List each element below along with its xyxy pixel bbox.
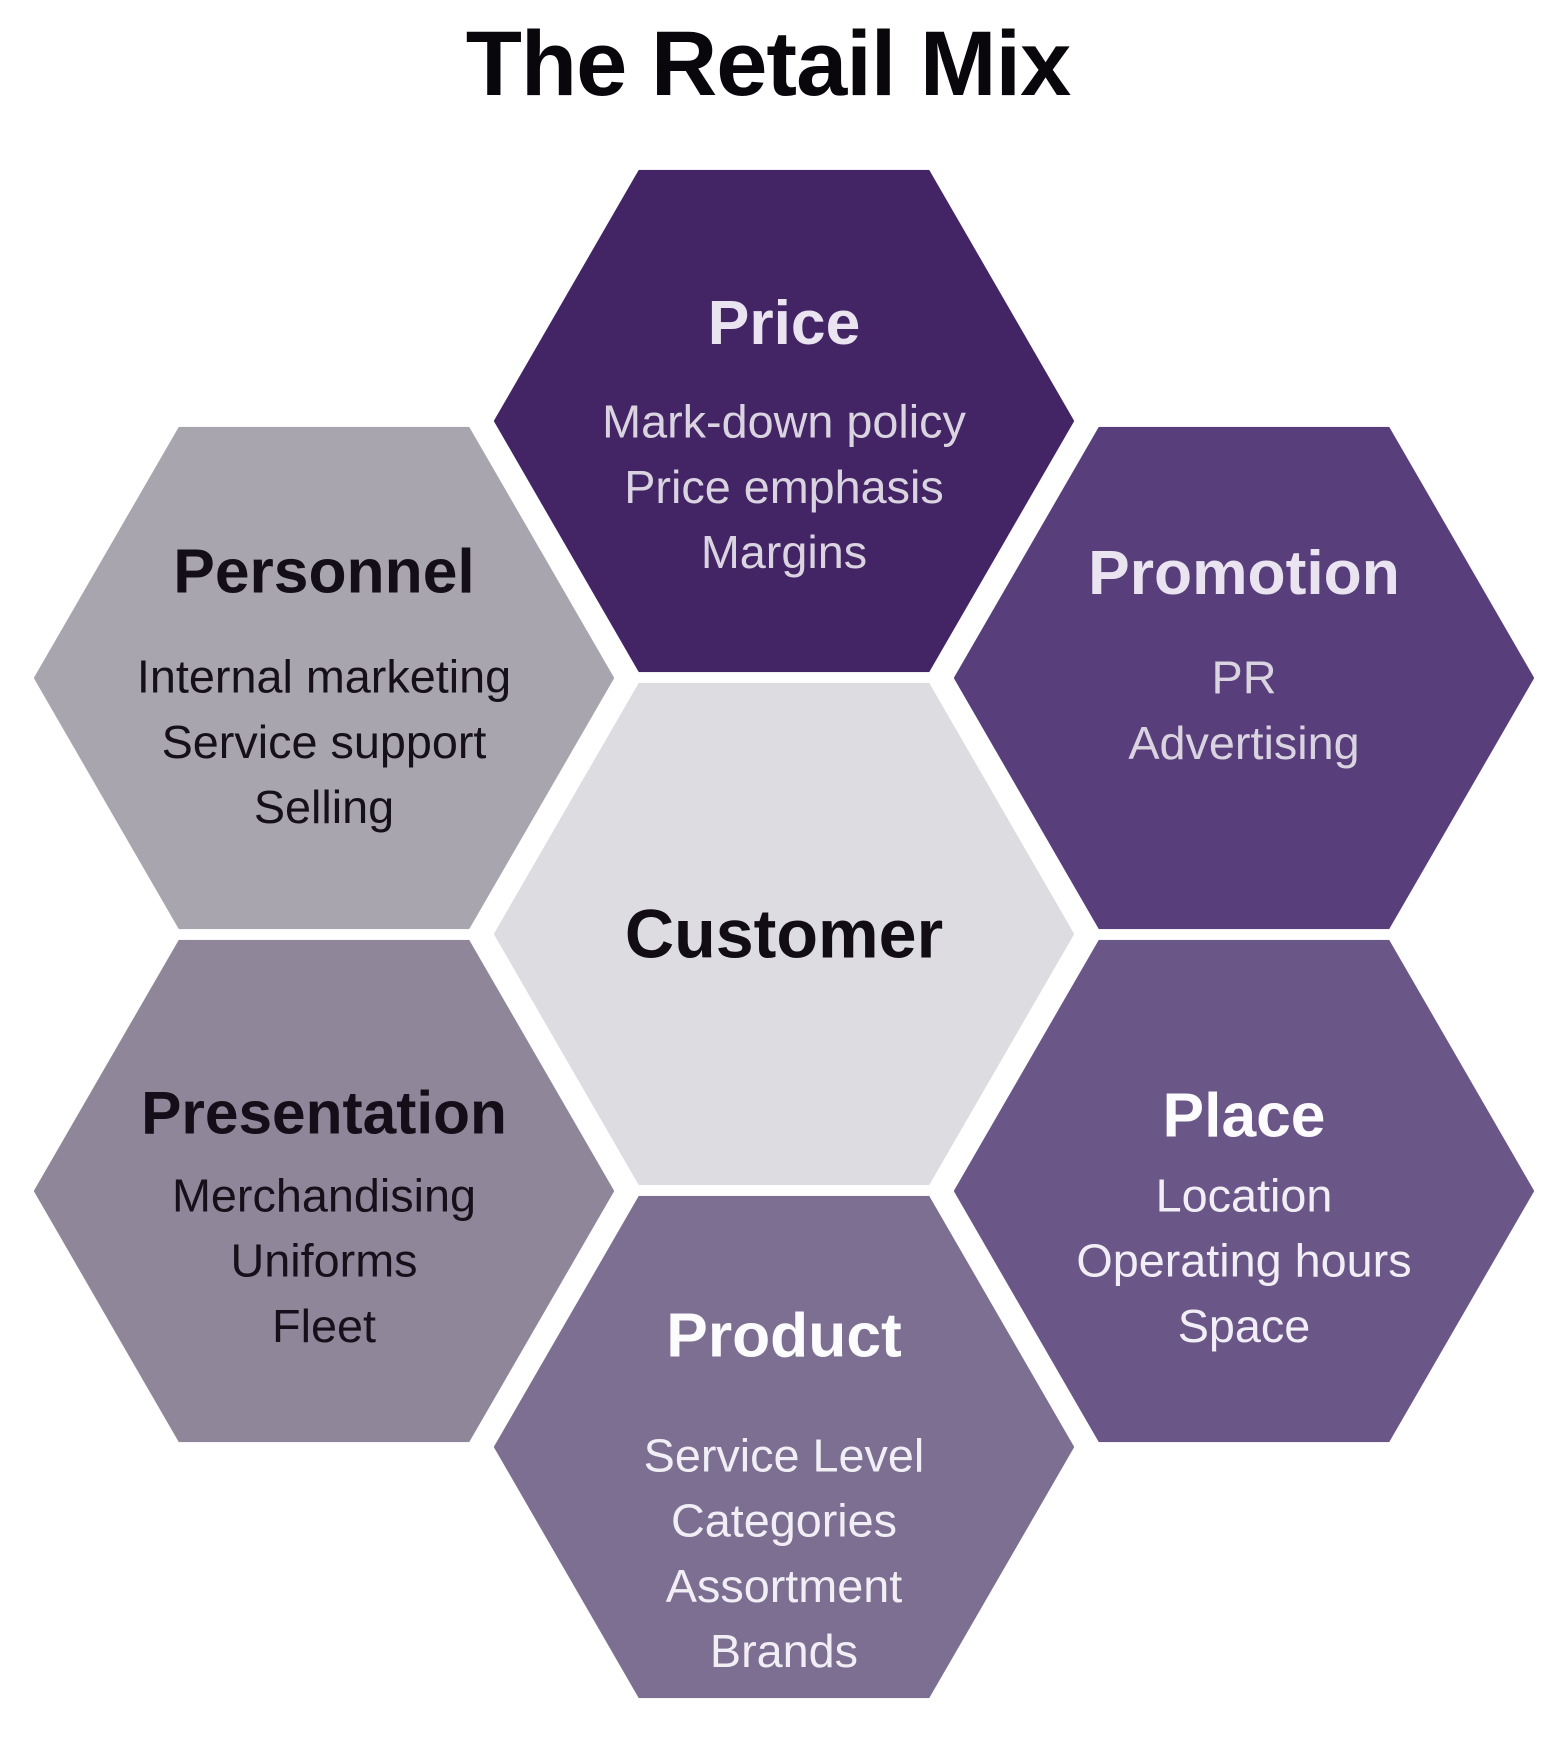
hexagon-place-label: Place [1162,1079,1326,1151]
list-item: Assortment [665,1560,903,1613]
hexagon-product: Product Service Level Categories Assortm… [493,1195,1075,1699]
hexagon-product-label: Product [666,1299,902,1371]
hexagon-place: Place Location Operating hours Space [953,939,1535,1443]
list-item: Fleet [272,1301,376,1353]
list-item: Categories [670,1495,898,1548]
hexagon-price-items: Mark-down policy Price emphasis Margins [494,390,1075,586]
hexagon-presentation-items: Merchandising Uniforms Fleet [34,1164,615,1360]
list-item: Location [1155,1170,1333,1223]
hexagon-price: Price Mark-down policy Price emphasis Ma… [493,169,1075,673]
list-item: Service Level [643,1430,925,1483]
hexagon-presentation-label: Presentation [141,1079,507,1148]
hexagon-presentation: Presentation Merchandising Uniforms Flee… [33,939,615,1443]
diagram-title: The Retail Mix [465,13,1072,115]
hexagon-price-label: Price [707,287,861,358]
list-item: Brands [709,1626,859,1678]
list-item: Space [1177,1301,1311,1353]
list-item: Advertising [1128,717,1360,770]
hexagon-promotion-items: PR Advertising [954,646,1535,777]
list-item: Internal marketing [136,651,512,704]
hexagon-personnel-label: Personnel [173,535,475,606]
list-item: Selling [253,782,395,834]
list-item: PR [1211,652,1277,705]
list-item: Operating hours [1076,1235,1412,1288]
hexagon-place-items: Location Operating hours Space [954,1164,1535,1360]
hexagon-customer-label: Customer [624,896,944,972]
hexagon-product-items: Service Level Categories Assortment Bran… [494,1424,1075,1685]
hexagon-promotion-label: Promotion [1088,537,1400,608]
list-item: Merchandising [171,1170,477,1223]
list-item: Margins [700,527,868,579]
list-item: Price emphasis [624,461,944,514]
list-item: Mark-down policy [602,396,966,449]
hexagon-customer: Customer [493,682,1075,1186]
hexagon-personnel-items: Internal marketing Service support Selli… [34,645,615,841]
list-item: Uniforms [230,1235,418,1288]
list-item: Service support [161,716,487,769]
hexagon-personnel: Personnel Internal marketing Service sup… [33,426,615,930]
hexagon-promotion: Promotion PR Advertising [953,426,1535,930]
